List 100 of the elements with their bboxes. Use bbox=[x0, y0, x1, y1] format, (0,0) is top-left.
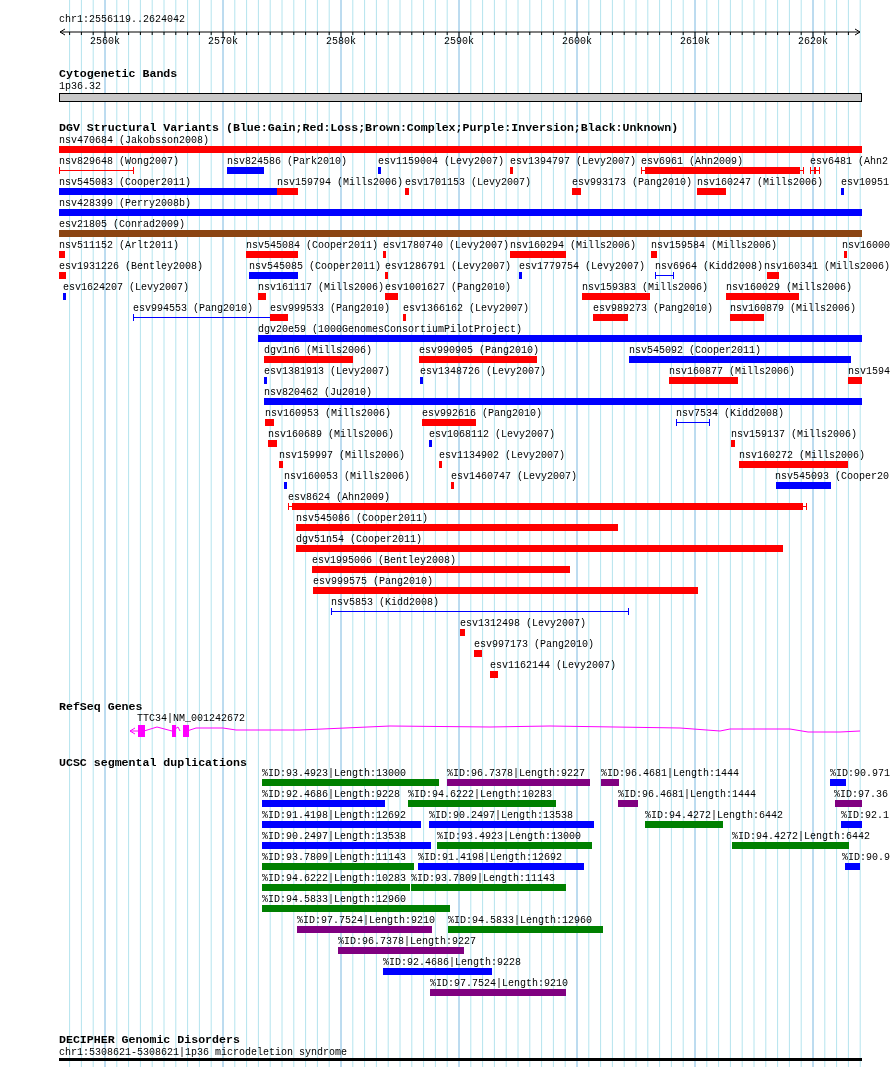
variant-label: esv1159004 (Levy2007) bbox=[378, 156, 505, 167]
variant-label: nsv160294 (Mills2006) bbox=[510, 240, 637, 251]
track-title: DGV Structural Variants (Blue:Gain;Red:Loss;Brown:Complex;Purple:Inversion;Black:Unknown) bbox=[59, 121, 679, 134]
tick-label: 2570k bbox=[208, 36, 238, 47]
duplication-label: %ID:93.7809|Length:11143 bbox=[411, 873, 556, 884]
variant-label: nsv545093 (Cooper20 bbox=[775, 471, 890, 482]
variant-label: esv990905 (Pang2010) bbox=[419, 345, 540, 356]
duplication-label: %ID:90.2497|Length:13538 bbox=[262, 831, 407, 842]
disorder-label: chr1:5308621-5308621|1p36 microdeletion syndrome bbox=[59, 1047, 348, 1058]
variant-label: nsv159997 (Mills2006) bbox=[279, 450, 406, 461]
variant-label: dgv20e59 (1000GenomesConsortiumPilotProject) bbox=[258, 324, 523, 335]
variant-label: nsv511152 (Arlt2011) bbox=[59, 240, 180, 251]
variant-label: nsv160053 (Mills2006) bbox=[284, 471, 411, 482]
variant-label: esv997173 (Pang2010) bbox=[474, 639, 595, 650]
variant-label: nsv820462 (Ju2010) bbox=[264, 387, 373, 398]
variant-label: nsv160272 (Mills2006) bbox=[739, 450, 866, 461]
variant-label: esv1779754 (Levy2007) bbox=[519, 261, 646, 272]
variant-label: esv1366162 (Levy2007) bbox=[403, 303, 530, 314]
duplication-label: %ID:96.4681|Length:1444 bbox=[601, 768, 740, 779]
tick-label: 2560k bbox=[90, 36, 120, 47]
variant-label: esv1701153 (Levy2007) bbox=[405, 177, 532, 188]
duplication-label: %ID:92.4686|Length:9228 bbox=[262, 789, 401, 800]
variant-label: dgv1n6 (Mills2006) bbox=[264, 345, 373, 356]
variant-label: nsv1594 bbox=[848, 366, 890, 377]
duplication-label: %ID:93.4923|Length:13000 bbox=[262, 768, 407, 779]
track-title: DECIPHER Genomic Disorders bbox=[59, 1033, 240, 1046]
variant-label: nsv545086 (Cooper2011) bbox=[296, 513, 429, 524]
variant-label: nsv159584 (Mills2006) bbox=[651, 240, 778, 251]
variant-label: esv1162144 (Levy2007) bbox=[490, 660, 617, 671]
gene-label: TTC34|NM_001242672 bbox=[137, 713, 246, 724]
variant-label: esv10951 bbox=[841, 177, 889, 188]
variant-label: nsv160247 (Mills2006) bbox=[697, 177, 824, 188]
variant-label: nsv824586 (Park2010) bbox=[227, 156, 348, 167]
variant-label: esv6481 (Ahn2 bbox=[810, 156, 888, 167]
variant-label: nsv160953 (Mills2006) bbox=[265, 408, 392, 419]
position-label: chr1:2556119..2624042 bbox=[59, 14, 186, 25]
duplication-label: %ID:92.1 bbox=[841, 810, 889, 821]
tick-label: 2610k bbox=[680, 36, 710, 47]
variant-label: esv1134902 (Levy2007) bbox=[439, 450, 566, 461]
variant-label: nsv159137 (Mills2006) bbox=[731, 429, 858, 440]
tick-label: 2620k bbox=[798, 36, 828, 47]
variant-label: esv999533 (Pang2010) bbox=[270, 303, 391, 314]
variant-label: nsv159794 (Mills2006) bbox=[277, 177, 404, 188]
variant-label: nsv159383 (Mills2006) bbox=[582, 282, 709, 293]
variant-label: nsv160879 (Mills2006) bbox=[730, 303, 857, 314]
variant-label: nsv545084 (Cooper2011) bbox=[246, 240, 379, 251]
variant-label: nsv161117 (Mills2006) bbox=[258, 282, 385, 293]
variant-label: nsv470684 (Jakobsson2008) bbox=[59, 135, 210, 146]
duplication-label: %ID:91.4198|Length:12692 bbox=[262, 810, 407, 821]
variant-label: esv1780740 (Levy2007) bbox=[383, 240, 510, 251]
variant-label: esv1348726 (Levy2007) bbox=[420, 366, 547, 377]
duplication-label: %ID:94.5833|Length:12960 bbox=[448, 915, 593, 926]
duplication-label: %ID:97.36 bbox=[834, 789, 888, 800]
duplication-label: %ID:96.7378|Length:9227 bbox=[447, 768, 586, 779]
duplication-label: %ID:96.7378|Length:9227 bbox=[338, 936, 477, 947]
variant-label: nsv428399 (Perry2008b) bbox=[59, 198, 192, 209]
variant-label: nsv5853 (Kidd2008) bbox=[331, 597, 440, 608]
duplication-label: %ID:97.7524|Length:9210 bbox=[430, 978, 569, 989]
duplication-label: %ID:94.4272|Length:6442 bbox=[732, 831, 871, 842]
duplication-label: %ID:94.5833|Length:12960 bbox=[262, 894, 407, 905]
duplication-label: %ID:96.4681|Length:1444 bbox=[618, 789, 757, 800]
variant-label: nsv160341 (Mills2006) bbox=[764, 261, 890, 272]
variant-label: esv993173 (Pang2010) bbox=[572, 177, 693, 188]
variant-label: nsv16000 bbox=[842, 240, 890, 251]
duplication-label: %ID:93.4923|Length:13000 bbox=[437, 831, 582, 842]
variant-label: esv999575 (Pang2010) bbox=[313, 576, 434, 587]
variant-label: esv1460747 (Levy2007) bbox=[451, 471, 578, 482]
variant-label: esv1068112 (Levy2007) bbox=[429, 429, 556, 440]
variant-label: nsv7534 (Kidd2008) bbox=[676, 408, 785, 419]
track-title: Cytogenetic Bands bbox=[59, 67, 178, 80]
variant-label: esv989273 (Pang2010) bbox=[593, 303, 714, 314]
variant-label: esv1001627 (Pang2010) bbox=[385, 282, 512, 293]
duplication-label: %ID:97.7524|Length:9210 bbox=[297, 915, 436, 926]
variant-label: esv1381913 (Levy2007) bbox=[264, 366, 391, 377]
variant-label: nsv160877 (Mills2006) bbox=[669, 366, 796, 377]
variant-label: nsv545085 (Cooper2011) bbox=[249, 261, 382, 272]
variant-label: esv21805 (Conrad2009) bbox=[59, 219, 186, 230]
variant-label: nsv545092 (Cooper2011) bbox=[629, 345, 762, 356]
variant-label: nsv160689 (Mills2006) bbox=[268, 429, 395, 440]
variant-label: esv1995006 (Bentley2008) bbox=[312, 555, 457, 566]
band-label: 1p36.32 bbox=[59, 81, 101, 92]
duplication-label: %ID:90.971 bbox=[830, 768, 890, 779]
duplication-label: %ID:90.9 bbox=[842, 852, 890, 863]
variant-label: esv1394797 (Levy2007) bbox=[510, 156, 637, 167]
variant-label: esv994553 (Pang2010) bbox=[133, 303, 254, 314]
tick-label: 2590k bbox=[444, 36, 474, 47]
duplication-label: %ID:92.4686|Length:9228 bbox=[383, 957, 522, 968]
variant-label: nsv6964 (Kidd2008) bbox=[655, 261, 764, 272]
duplication-label: %ID:94.6222|Length:10283 bbox=[262, 873, 407, 884]
duplication-label: %ID:93.7809|Length:11143 bbox=[262, 852, 407, 863]
variant-label: esv1931226 (Bentley2008) bbox=[59, 261, 204, 272]
variant-label: nsv160029 (Mills2006) bbox=[726, 282, 853, 293]
variant-label: esv1624207 (Levy2007) bbox=[63, 282, 190, 293]
track-title: RefSeq Genes bbox=[59, 700, 143, 713]
duplication-label: %ID:94.6222|Length:10283 bbox=[408, 789, 553, 800]
tick-label: 2580k bbox=[326, 36, 356, 47]
duplication-label: %ID:94.4272|Length:6442 bbox=[645, 810, 784, 821]
variant-label: esv1312498 (Levy2007) bbox=[460, 618, 587, 629]
variant-label: nsv545083 (Cooper2011) bbox=[59, 177, 192, 188]
duplication-label: %ID:90.2497|Length:13538 bbox=[429, 810, 574, 821]
